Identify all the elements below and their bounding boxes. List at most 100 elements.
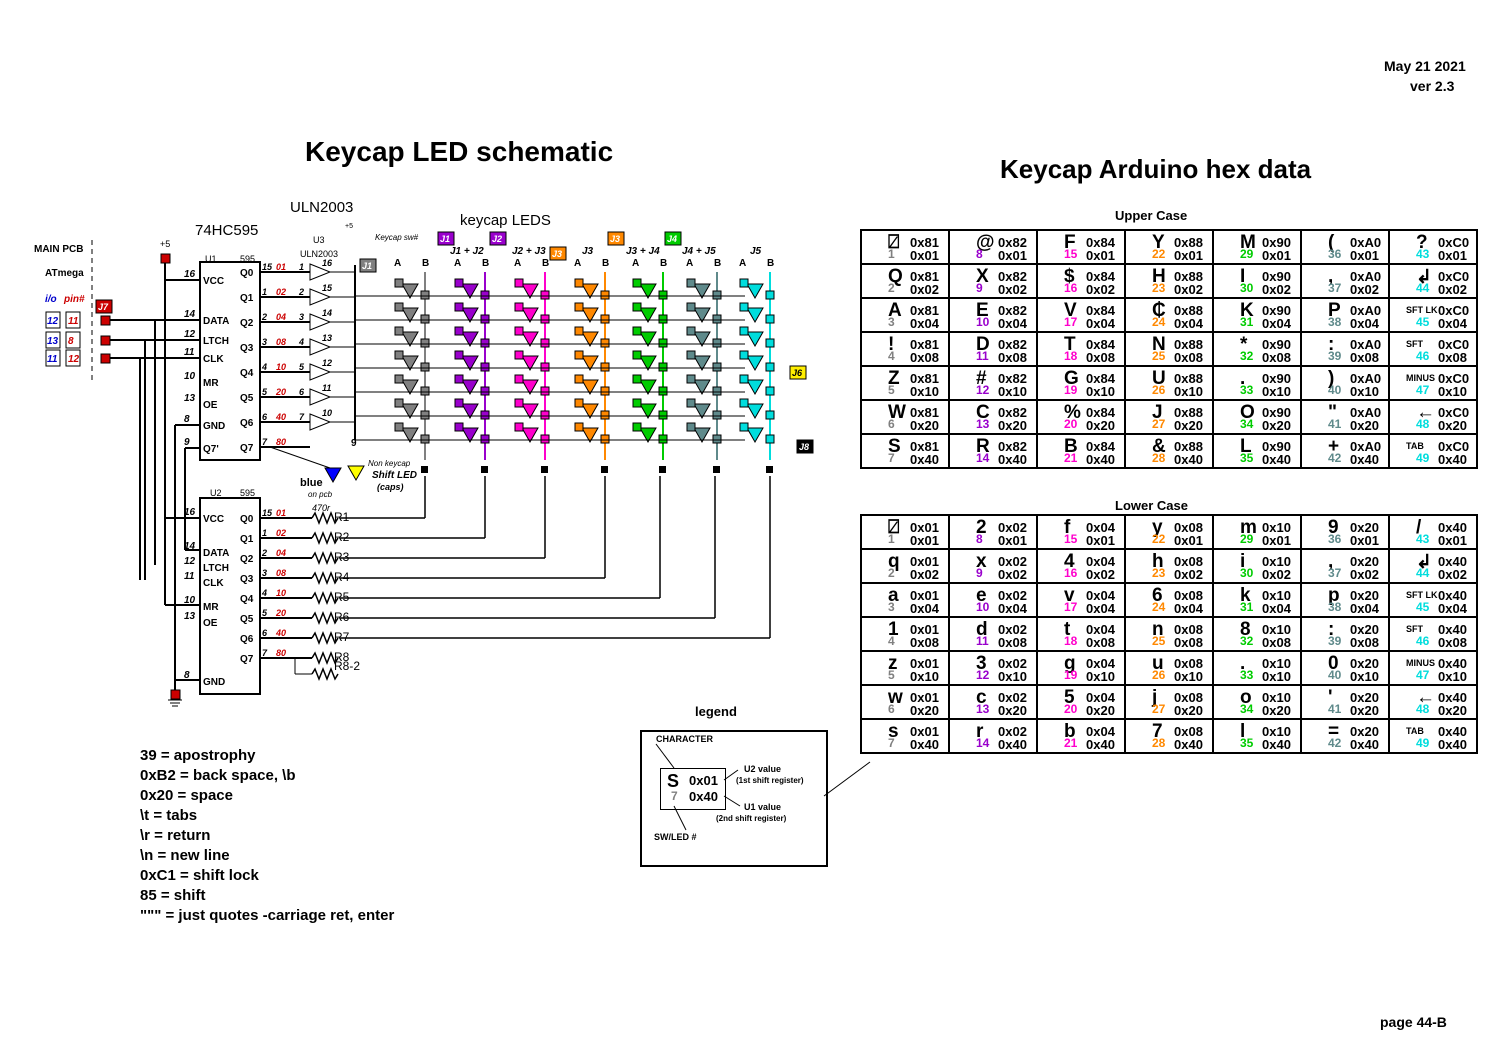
lower-cell-led-number: 5 — [888, 668, 895, 682]
led-pin-a — [574, 374, 584, 384]
uln-out-pin: 11 — [322, 383, 331, 393]
uln-in-pin: 1 — [299, 262, 304, 272]
legend-u1-sub: (2nd shift register) — [716, 814, 787, 823]
lower-cell-u2-value: 0x02 — [998, 724, 1027, 739]
led-pin-b — [480, 434, 490, 444]
upper-cell-u2-value: 0x82 — [998, 405, 1027, 420]
lower-cell-char: 8 — [1240, 619, 1251, 640]
keycap-led — [639, 331, 657, 348]
lower-cell-u2-value: 0x08 — [1174, 622, 1203, 637]
column-terminal — [713, 466, 720, 473]
keycap-led — [639, 427, 657, 444]
upper-cell-char: ? — [1416, 232, 1428, 253]
jumper-label: J4 — [667, 234, 677, 244]
io-pin-box — [45, 311, 61, 329]
lower-cell-u2-value: 0x01 — [910, 656, 939, 671]
upper-cell-char: S — [888, 436, 901, 457]
upper-cell-led-number: 48 — [1416, 417, 1430, 431]
upper-cell-u1-value: 0x40 — [1438, 452, 1467, 467]
date-label: May 21 2021 — [1384, 58, 1466, 74]
upper-cell-u2-value: 0x88 — [1174, 235, 1203, 250]
uln-buffer — [309, 363, 332, 381]
upper-cell-led-number: 20 — [1064, 417, 1078, 431]
lower-cell-led-number: 49 — [1416, 736, 1430, 750]
upper-cell-led-number: 10 — [976, 315, 990, 329]
resistor-label: R8-2 — [334, 659, 360, 673]
lower-cell-char: MINUS — [1406, 658, 1435, 668]
upper-cell-u1-value: 0x40 — [1086, 452, 1115, 467]
uln-out-pin: 14 — [322, 308, 332, 318]
led-pin-b — [540, 434, 550, 444]
lower-cell-char: ↲ — [1416, 552, 1432, 573]
legend-sw-led-label: SW/LED # — [654, 832, 697, 842]
keycap-led — [521, 403, 539, 420]
lower-cell-u1-value: 0x10 — [910, 669, 939, 684]
upper-cell-char: N — [1152, 334, 1166, 355]
lower-cell-led-number: 26 — [1152, 668, 1166, 682]
led-pin-b — [600, 434, 610, 444]
led-pin-a — [686, 422, 696, 432]
u2-output-pin: 4 — [261, 588, 267, 598]
uln-buffer — [309, 313, 332, 331]
u1-pin-number: 13 — [184, 393, 196, 404]
lower-cell-u2-value: 0x10 — [1262, 656, 1291, 671]
u2-output-pin: 15 — [262, 508, 273, 518]
led-pin-b — [600, 314, 610, 324]
upper-cell-u1-value: 0x20 — [998, 418, 1027, 433]
upper-cell-char: # — [976, 368, 987, 389]
upper-cell-char: K — [1240, 300, 1254, 321]
led-pin-a — [686, 398, 696, 408]
upper-cell-u1-value: 0x04 — [1174, 316, 1203, 331]
keycap-led — [401, 283, 419, 300]
lower-cell-u1-value: 0x04 — [1438, 601, 1467, 616]
lower-cell-u2-value: 0x02 — [998, 690, 1027, 705]
u1-pin-name: CLK — [203, 354, 224, 365]
supply-pin — [160, 253, 171, 264]
led-pin-a — [686, 350, 696, 360]
upper-cell-char: M — [1240, 232, 1256, 253]
upper-cell-char: D — [976, 334, 990, 355]
col-b-label: B — [422, 258, 429, 269]
led-pin-a — [632, 398, 642, 408]
io-pin-box — [45, 349, 61, 367]
lower-cell-char: ⍁ — [888, 517, 900, 538]
led-pin-b — [480, 338, 490, 348]
u2-pin-name: OE — [203, 618, 218, 629]
upper-cell-char: I — [1240, 266, 1246, 287]
lower-cell-u2-value: 0x40 — [1438, 622, 1467, 637]
shift-led-wire — [269, 446, 331, 469]
u2-output-name: Q4 — [240, 594, 254, 605]
upper-cell-u2-value: 0x84 — [1086, 235, 1115, 250]
lower-cell-char: TAB — [1406, 726, 1424, 736]
jumper-group-label: J5 — [750, 246, 762, 257]
upper-cell-u1-value: 0x10 — [998, 384, 1027, 399]
lower-cell-u1-value: 0x20 — [998, 703, 1027, 718]
resistor — [311, 530, 339, 546]
lower-cell-led-number: 4 — [888, 634, 895, 648]
upper-cell-char: G — [1064, 368, 1079, 389]
lower-cell-led-number: 21 — [1064, 736, 1078, 750]
lower-cell-led-number: 2 — [888, 566, 895, 580]
upper-cell-u1-value: 0x02 — [1438, 282, 1467, 297]
upper-cell-u1-value: 0x10 — [1350, 384, 1379, 399]
lower-cell-u1-value: 0x20 — [1174, 703, 1203, 718]
keycap-led — [693, 307, 711, 324]
upper-cell-u1-value: 0x40 — [1262, 452, 1291, 467]
upper-cell-u1-value: 0x02 — [998, 282, 1027, 297]
led-pin-a — [394, 374, 404, 384]
upper-cell-u1-value: 0x08 — [1174, 350, 1203, 365]
u2-output-value: 80 — [276, 648, 286, 658]
